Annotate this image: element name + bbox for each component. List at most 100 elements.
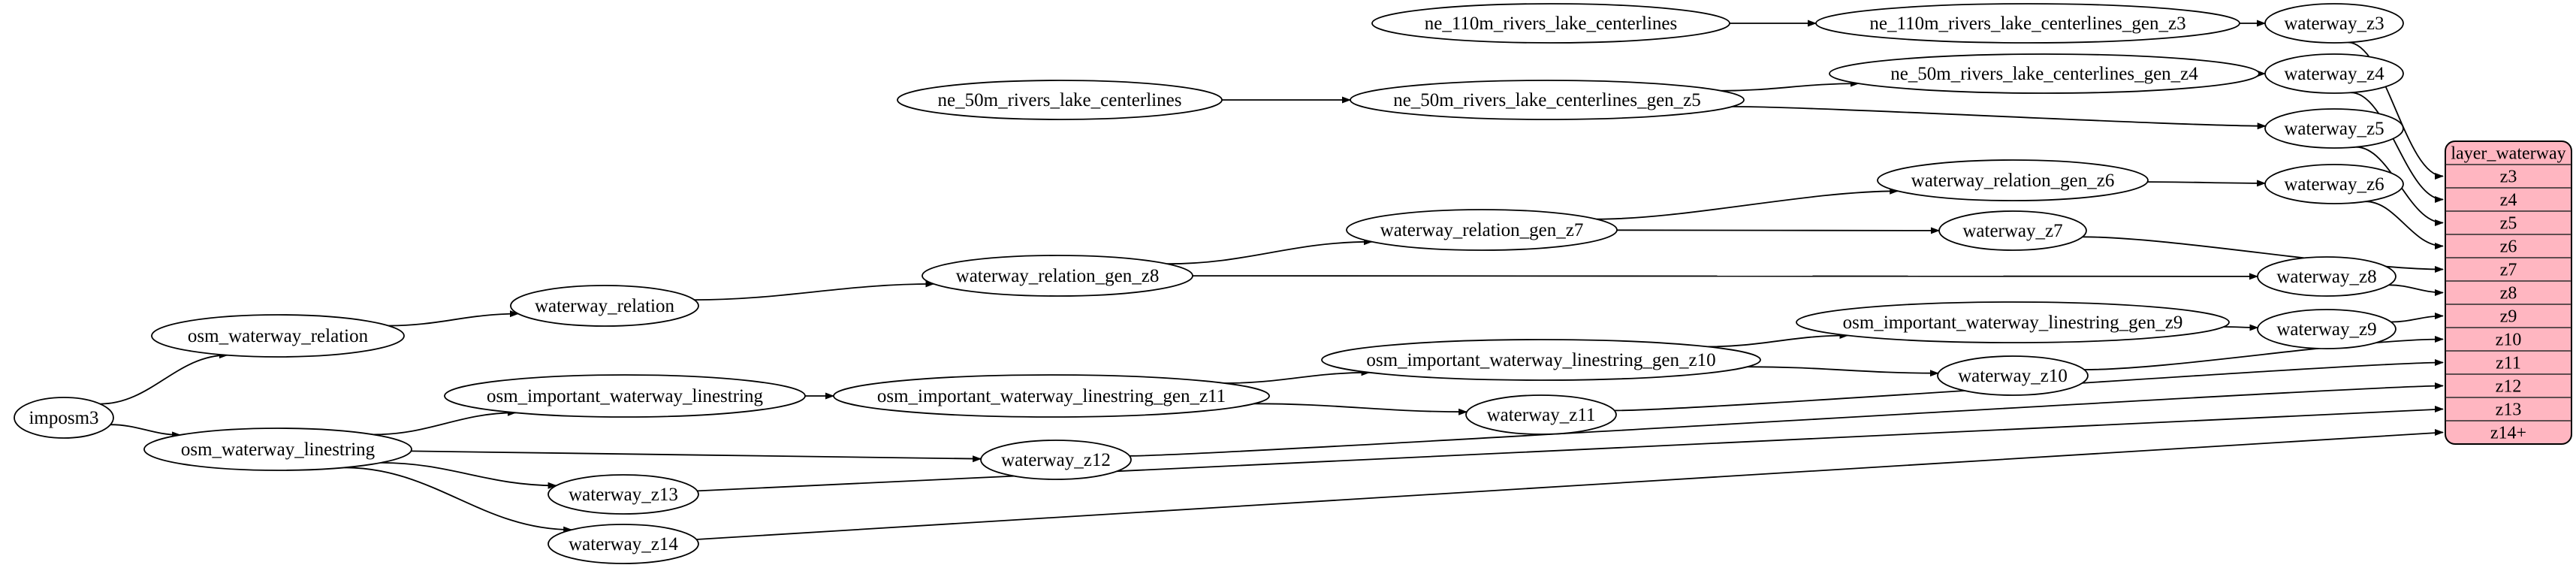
edge-waterway_relation_gen_z7-to-waterway_relation_gen_z6: [1596, 187, 1899, 220]
node-label-ne_110m_rivers_lake_centerlines: ne_110m_rivers_lake_centerlines: [1425, 14, 1677, 34]
edge-osm_waterway_relation-to-waterway_relation: [388, 310, 519, 327]
edge-osm_waterway_linestring-to-waterway_z13: [380, 462, 557, 489]
node-label-waterway_relation_gen_z7: waterway_relation_gen_z7: [1380, 220, 1584, 240]
node-waterway_relation_gen_z8: waterway_relation_gen_z8: [922, 255, 1193, 297]
node-label-waterway_z8: waterway_z8: [2276, 267, 2376, 287]
node-label-ne_50m_rivers_lake_centerlines_gen_z4: ne_50m_rivers_lake_centerlines_gen_z4: [1890, 64, 2198, 84]
node-label-waterway_z9: waterway_z9: [2276, 319, 2376, 340]
edge-osm_important_waterway_linestring_gen_z10-to-osm_important_waterway_linestring_gen_z9: [1707, 332, 1849, 348]
node-ellipse-waterway_z10: [1937, 355, 2089, 396]
node-label-ne_50m_rivers_lake_centerlines_gen_z5: ne_50m_rivers_lake_centerlines_gen_z5: [1393, 90, 1701, 110]
node-ellipse-osm_important_waterway_linestring_gen_z9: [1796, 301, 2230, 343]
node-ellipse-osm_important_waterway_linestring: [444, 374, 806, 418]
node-ellipse-imposm3: [14, 397, 114, 439]
node-label-waterway_relation_gen_z6: waterway_relation_gen_z6: [1911, 171, 2115, 191]
edge-osm_waterway_linestring-to-osm_important_waterway_linestring: [373, 409, 517, 436]
edge-ne_50m_rivers_lake_centerlines_gen_z5-to-waterway_z5: [1732, 106, 2267, 130]
node-ellipse-waterway_z9: [2257, 309, 2397, 349]
edges-layer: [100, 20, 2444, 540]
edge-osm_waterway_linestring-to-waterway_z14: [344, 467, 573, 533]
node-osm_important_waterway_linestring_gen_z10: osm_important_waterway_linestring_gen_z1…: [1321, 339, 1761, 381]
node-osm_important_waterway_linestring_gen_z11: osm_important_waterway_linestring_gen_z1…: [833, 374, 1270, 418]
node-waterway_relation_gen_z7: waterway_relation_gen_z7: [1346, 209, 1618, 251]
node-waterway_relation_gen_z6: waterway_relation_gen_z6: [1877, 159, 2149, 201]
node-ne_110m_rivers_lake_centerlines: ne_110m_rivers_lake_centerlines: [1371, 3, 1730, 44]
table-row-z8: z8: [2500, 284, 2517, 304]
edge-waterway_z6-to-layer_waterway-z6: [2365, 201, 2444, 249]
layer-waterway-table: [2445, 140, 2572, 445]
node-ellipse-waterway_z11: [1465, 394, 1617, 435]
node-label-waterway_z11: waterway_z11: [1487, 405, 1596, 425]
layer-waterway-table-title: layer_waterway: [2451, 144, 2565, 164]
node-ellipse-waterway_relation: [510, 285, 699, 327]
node-ellipse-waterway_relation_gen_z7: [1346, 209, 1618, 251]
edge-waterway_relation_gen_z7-to-waterway_z7: [1616, 227, 1940, 234]
node-waterway_z13: waterway_z13: [547, 474, 699, 515]
table-layer: layer_waterwayz3z4z5z6z7z8z9z10z11z12z13…: [2445, 140, 2572, 445]
node-ne_110m_rivers_lake_centerlines_gen_z3: ne_110m_rivers_lake_centerlines_gen_z3: [1815, 3, 2240, 44]
node-label-osm_important_waterway_linestring_gen_z10: osm_important_waterway_linestring_gen_z1…: [1366, 350, 1715, 370]
node-label-osm_waterway_linestring: osm_waterway_linestring: [181, 440, 376, 460]
node-ellipse-ne_50m_rivers_lake_centerlines_gen_z5: [1350, 80, 1745, 120]
node-waterway_relation: waterway_relation: [510, 285, 699, 327]
table-row-z6: z6: [2500, 237, 2517, 257]
node-ellipse-waterway_z3: [2264, 3, 2404, 44]
node-waterway_z5: waterway_z5: [2264, 108, 2404, 149]
node-label-waterway_z4: waterway_z4: [2284, 64, 2384, 84]
node-label-waterway_z3: waterway_z3: [2284, 14, 2384, 34]
node-ne_50m_rivers_lake_centerlines: ne_50m_rivers_lake_centerlines: [897, 80, 1223, 120]
edge-osm_important_waterway_linestring_gen_z11-to-waterway_z11: [1253, 403, 1468, 415]
node-label-waterway_relation: waterway_relation: [535, 296, 675, 316]
node-label-ne_110m_rivers_lake_centerlines_gen_z3: ne_110m_rivers_lake_centerlines_gen_z3: [1869, 14, 2185, 34]
node-ellipse-waterway_relation_gen_z8: [922, 255, 1193, 297]
edge-imposm3-to-osm_waterway_relation: [100, 352, 228, 405]
node-waterway_z4: waterway_z4: [2264, 53, 2404, 94]
table-row-z12: z12: [2496, 377, 2522, 397]
node-label-osm_waterway_relation: osm_waterway_relation: [188, 326, 369, 346]
node-label-waterway_relation_gen_z8: waterway_relation_gen_z8: [956, 266, 1160, 286]
table-row-z3: z3: [2500, 168, 2517, 187]
edge-osm_important_waterway_linestring_gen_z9-to-waterway_z9: [2223, 324, 2259, 331]
node-ellipse-osm_important_waterway_linestring_gen_z10: [1321, 339, 1761, 381]
node-osm_important_waterway_linestring: osm_important_waterway_linestring: [444, 374, 806, 418]
node-ellipse-waterway_z13: [547, 474, 699, 515]
table-row-z13: z13: [2496, 400, 2522, 420]
node-label-waterway_z13: waterway_z13: [569, 485, 678, 505]
node-ellipse-osm_waterway_relation: [151, 314, 405, 358]
node-label-osm_important_waterway_linestring: osm_important_waterway_linestring: [487, 386, 763, 406]
edge-osm_important_waterway_linestring_gen_z11-to-osm_important_waterway_linestring_gen_z10: [1224, 369, 1371, 384]
node-label-waterway_z10: waterway_z10: [1958, 366, 2068, 386]
edge-waterway_z9-to-layer_waterway-z9: [2390, 313, 2444, 323]
edge-waterway_z3-to-layer_waterway-z3: [2348, 41, 2444, 180]
edge-waterway_relation-to-waterway_relation_gen_z8: [694, 280, 935, 301]
node-ellipse-osm_important_waterway_linestring_gen_z11: [833, 374, 1270, 418]
node-waterway_z11: waterway_z11: [1465, 394, 1617, 435]
node-label-waterway_z12: waterway_z12: [1001, 450, 1111, 470]
table-row-z10: z10: [2496, 331, 2522, 350]
node-imposm3: imposm3: [14, 397, 114, 439]
edge-osm_waterway_linestring-to-waterway_z12: [411, 450, 982, 463]
node-label-waterway_z5: waterway_z5: [2284, 119, 2384, 139]
table-row-z4: z4: [2500, 191, 2517, 210]
node-ellipse-ne_50m_rivers_lake_centerlines: [897, 80, 1223, 120]
node-osm_waterway_relation: osm_waterway_relation: [151, 314, 405, 358]
node-ellipse-waterway_z5: [2264, 108, 2404, 149]
node-ellipse-waterway_z12: [980, 440, 1132, 480]
table-row-z14plus: z14+: [2490, 424, 2526, 443]
node-label-waterway_z6: waterway_z6: [2284, 174, 2384, 195]
edge-osm_important_waterway_linestring_gen_z10-to-waterway_z10: [1747, 366, 1939, 377]
table-row-z9: z9: [2500, 307, 2517, 327]
node-waterway_z10: waterway_z10: [1937, 355, 2089, 396]
edge-waterway_z10-to-layer_waterway-z10: [2084, 336, 2444, 370]
table-row-z7: z7: [2500, 261, 2517, 280]
node-waterway_z3: waterway_z3: [2264, 3, 2404, 44]
edge-waterway_relation_gen_z6-to-waterway_z6: [2147, 180, 2267, 187]
node-waterway_z12: waterway_z12: [980, 440, 1132, 480]
edge-ne_50m_rivers_lake_centerlines_gen_z5-to-ne_50m_rivers_lake_centerlines_gen_z4: [1721, 80, 1860, 92]
node-osm_waterway_linestring: osm_waterway_linestring: [143, 428, 412, 471]
node-waterway_z7: waterway_z7: [1938, 210, 2087, 251]
node-label-waterway_z7: waterway_z7: [1962, 221, 2062, 241]
node-label-waterway_z14: waterway_z14: [569, 534, 678, 554]
table-row-z11: z11: [2496, 354, 2521, 373]
